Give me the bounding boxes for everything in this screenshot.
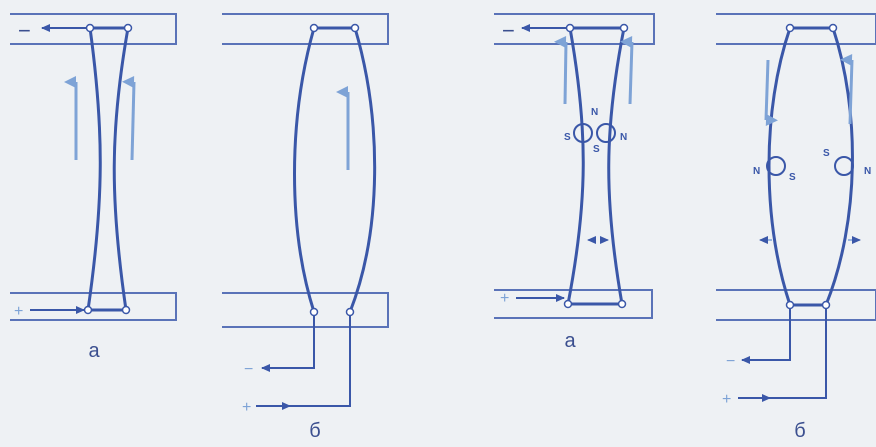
lead-plus-sign: + — [242, 399, 251, 416]
pole-label: N — [591, 107, 598, 118]
current-arrow-right — [122, 76, 136, 161]
bottom-busbar — [222, 292, 389, 328]
conductor-left — [566, 27, 585, 305]
terminal — [83, 305, 93, 315]
terminal — [309, 23, 319, 33]
current-arrow-down — [764, 59, 778, 126]
terminal — [85, 23, 95, 33]
terminal — [828, 23, 838, 33]
terminal — [565, 23, 575, 33]
conductor-right — [348, 27, 377, 313]
pole-label: N — [753, 166, 760, 177]
panel-caption: б — [309, 420, 320, 442]
top-busbar — [716, 13, 876, 45]
terminal — [785, 300, 795, 310]
lead-plus-sign: + — [722, 391, 731, 408]
terminal — [821, 300, 831, 310]
pole-label: S — [564, 132, 571, 143]
panel-caption: б — [794, 420, 805, 442]
right-panel-a: − + N S S N а — [494, 13, 655, 352]
lead-minus-wire — [261, 316, 315, 372]
field-circle-left — [573, 123, 593, 143]
pole-label: N — [864, 166, 871, 177]
conductor-left — [86, 27, 102, 311]
panel-caption: а — [88, 340, 100, 362]
bottom-sign: + — [14, 303, 23, 320]
lead-plus-wire — [738, 309, 827, 399]
terminal — [121, 305, 131, 315]
top-busbar — [222, 13, 389, 45]
field-circle-right — [596, 123, 616, 143]
top-sign: − — [18, 18, 31, 43]
terminal — [123, 23, 133, 33]
bottom-sign: + — [500, 290, 509, 307]
left-panel-a: − + а — [10, 13, 177, 362]
pole-label: N — [620, 132, 627, 143]
lead-minus-sign: − — [244, 361, 253, 378]
terminal — [350, 23, 360, 33]
current-arrow-left — [554, 36, 568, 105]
current-arrow-up — [840, 54, 854, 125]
lead-plus-wire — [256, 316, 351, 407]
conductor-left — [293, 27, 316, 313]
current-arrow-right — [620, 36, 634, 105]
terminal — [563, 299, 573, 309]
conductor-right — [824, 27, 854, 306]
terminal — [619, 23, 629, 33]
top-sign: − — [502, 18, 515, 43]
terminal — [345, 307, 355, 317]
pole-label: S — [593, 144, 600, 155]
terminal — [785, 23, 795, 33]
pole-label: S — [789, 172, 796, 183]
bottom-busbar — [494, 289, 653, 319]
bottom-busbar — [10, 292, 177, 321]
field-circle-right — [834, 156, 854, 176]
field-circle-left — [766, 156, 786, 176]
terminal — [309, 307, 319, 317]
pole-label: S — [823, 148, 830, 159]
conductor-right — [607, 27, 626, 305]
bottom-busbar — [716, 289, 876, 321]
conductor-left — [767, 27, 792, 306]
panel-caption: а — [564, 330, 576, 352]
right-panel-b: − + N S S N б — [716, 13, 876, 442]
lead-minus-wire — [741, 309, 791, 364]
terminal — [617, 299, 627, 309]
conductor-right — [112, 27, 130, 311]
left-panel-b: − + б — [222, 13, 389, 442]
lead-minus-sign: − — [726, 353, 735, 370]
